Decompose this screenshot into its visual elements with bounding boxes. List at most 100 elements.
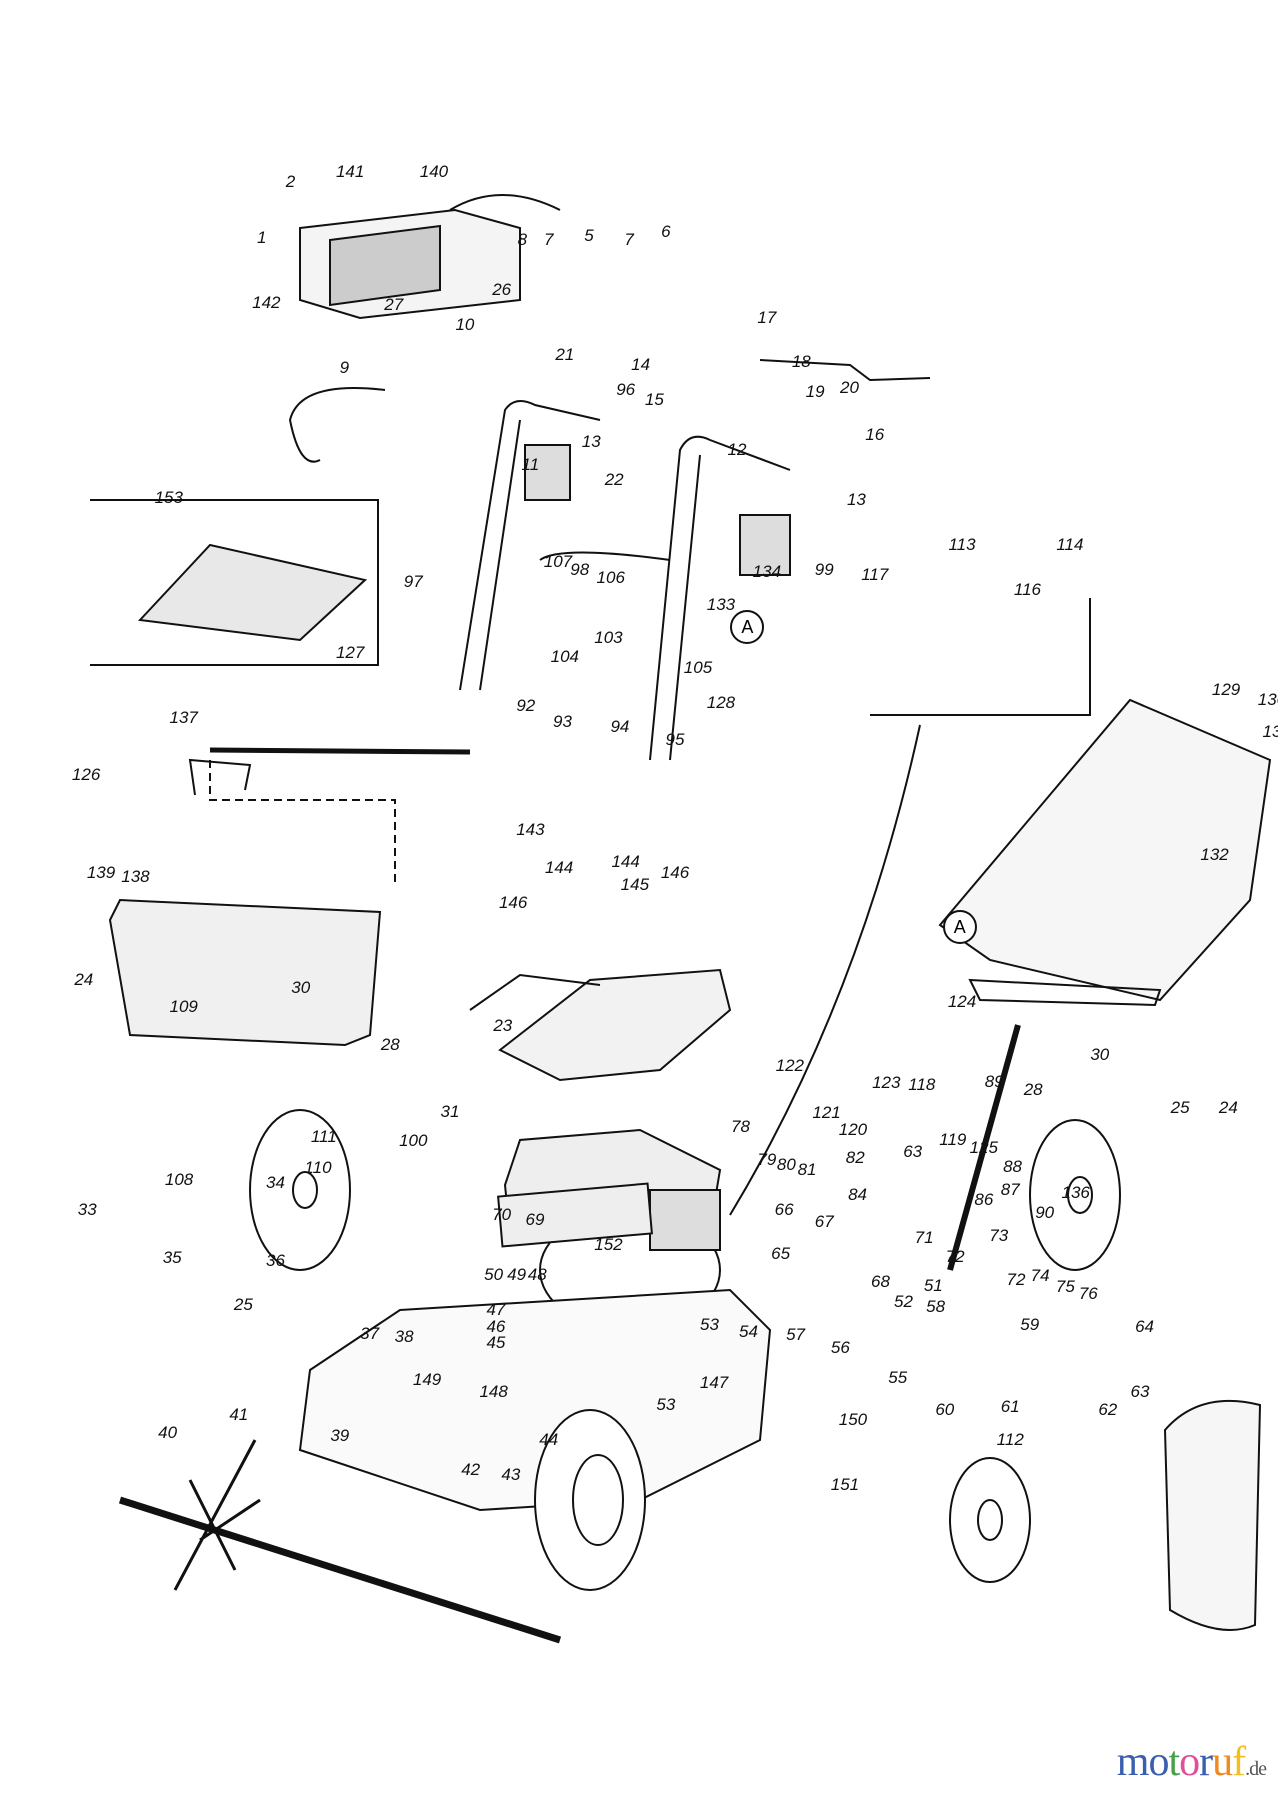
watermark-letter: o bbox=[1179, 1739, 1200, 1785]
part-number-52: 52 bbox=[894, 1292, 913, 1311]
part-number-41: 41 bbox=[229, 1405, 249, 1424]
part-number-1: 1 bbox=[257, 228, 267, 247]
part-number-24: 24 bbox=[74, 970, 94, 989]
part-number-106: 106 bbox=[596, 568, 625, 587]
part-number-81: 81 bbox=[797, 1160, 817, 1179]
part-number-140: 140 bbox=[419, 162, 449, 181]
wheel-right bbox=[1029, 1119, 1121, 1271]
part-number-125: 125 bbox=[969, 1138, 999, 1157]
part-number-86: 86 bbox=[974, 1190, 994, 1209]
watermark-letter: o bbox=[1148, 1739, 1169, 1785]
part-number-144: 144 bbox=[544, 858, 574, 877]
part-number-60: 60 bbox=[935, 1400, 955, 1419]
part-number-59: 59 bbox=[1020, 1315, 1040, 1334]
part-number-88: 88 bbox=[1003, 1157, 1022, 1176]
part-number-82: 82 bbox=[845, 1148, 865, 1167]
part-number-134: 134 bbox=[752, 562, 782, 581]
part-number-79: 79 bbox=[757, 1150, 777, 1169]
part-number-16: 16 bbox=[865, 425, 885, 444]
part-number-149: 149 bbox=[412, 1370, 442, 1389]
cable-9 bbox=[288, 387, 386, 463]
deflector-plate bbox=[498, 968, 732, 1082]
part-number-90: 90 bbox=[1035, 1203, 1055, 1222]
part-number-71: 71 bbox=[914, 1228, 934, 1247]
part-number-107: 107 bbox=[543, 552, 573, 571]
part-number-23: 23 bbox=[493, 1016, 513, 1035]
part-number-58: 58 bbox=[926, 1297, 946, 1316]
part-number-66: 66 bbox=[774, 1200, 794, 1219]
part-number-119: 119 bbox=[939, 1130, 967, 1149]
grass-catcher-132 bbox=[938, 698, 1272, 1002]
part-number-152: 152 bbox=[594, 1235, 623, 1254]
part-number-20: 20 bbox=[840, 378, 859, 397]
part-number-103: 103 bbox=[594, 628, 623, 647]
part-number-11: 11 bbox=[521, 455, 540, 474]
part-number-130: 130 bbox=[1257, 690, 1278, 709]
part-number-111: 111 bbox=[310, 1127, 337, 1146]
part-number-84: 84 bbox=[848, 1185, 868, 1204]
part-number-94: 94 bbox=[610, 717, 630, 736]
part-number-121: 121 bbox=[812, 1103, 841, 1122]
part-number-12: 12 bbox=[727, 440, 747, 459]
part-number-14: 14 bbox=[631, 355, 651, 374]
part-number-93: 93 bbox=[553, 712, 572, 731]
part-number-37: 37 bbox=[360, 1324, 380, 1343]
part-number-147: 147 bbox=[699, 1373, 729, 1392]
part-number-128: 128 bbox=[706, 693, 736, 712]
rear-flap-126 bbox=[108, 898, 382, 1047]
reference-callout-A: A bbox=[730, 610, 765, 644]
part-number-72: 72 bbox=[1006, 1270, 1026, 1289]
part-number-10: 10 bbox=[455, 315, 475, 334]
part-number-105: 105 bbox=[683, 658, 713, 677]
part-number-143: 143 bbox=[516, 820, 545, 839]
part-number-55: 55 bbox=[888, 1368, 908, 1387]
part-number-78: 78 bbox=[730, 1117, 750, 1136]
part-number-118: 118 bbox=[908, 1075, 936, 1094]
watermark-letter: f bbox=[1232, 1739, 1246, 1785]
part-number-57: 57 bbox=[786, 1325, 806, 1344]
part-number-19: 19 bbox=[805, 382, 825, 401]
belt-cover-64 bbox=[1163, 1399, 1262, 1631]
pulley-59 bbox=[949, 1457, 1031, 1583]
part-number-96: 96 bbox=[616, 380, 636, 399]
part-number-110: 110 bbox=[304, 1158, 332, 1177]
throttle-cable bbox=[449, 194, 561, 211]
rotor-shaft-39 bbox=[118, 1496, 562, 1644]
part-number-26: 26 bbox=[492, 280, 512, 299]
part-number-89: 89 bbox=[984, 1072, 1004, 1091]
part-number-30: 30 bbox=[1090, 1045, 1110, 1064]
part-number-17: 17 bbox=[757, 308, 777, 327]
part-number-6: 6 bbox=[661, 222, 671, 241]
part-number-5: 5 bbox=[584, 226, 594, 245]
part-number-31: 31 bbox=[440, 1102, 460, 1121]
part-number-99: 99 bbox=[814, 560, 834, 579]
part-number-25: 25 bbox=[233, 1295, 253, 1314]
part-number-22: 22 bbox=[604, 470, 624, 489]
part-number-150: 150 bbox=[838, 1410, 868, 1429]
part-number-44: 44 bbox=[539, 1430, 559, 1449]
part-number-61: 61 bbox=[1000, 1397, 1020, 1416]
part-number-7: 7 bbox=[624, 230, 634, 249]
part-number-120: 120 bbox=[838, 1120, 868, 1139]
part-number-76: 76 bbox=[1078, 1284, 1098, 1303]
part-number-33: 33 bbox=[77, 1200, 97, 1219]
part-number-30: 30 bbox=[291, 978, 311, 997]
part-number-124: 124 bbox=[947, 992, 977, 1011]
part-number-112: 112 bbox=[996, 1430, 1024, 1449]
part-number-129: 129 bbox=[1211, 680, 1241, 699]
rod-127 bbox=[209, 747, 471, 755]
part-number-146: 146 bbox=[498, 893, 528, 912]
wheel-front bbox=[534, 1409, 646, 1591]
part-number-21: 21 bbox=[555, 345, 575, 364]
part-number-65: 65 bbox=[771, 1244, 791, 1263]
part-number-13: 13 bbox=[1262, 722, 1278, 741]
part-number-95: 95 bbox=[665, 730, 685, 749]
part-number-123: 123 bbox=[872, 1073, 901, 1092]
part-number-141: 141 bbox=[335, 162, 365, 181]
watermark-letter: r bbox=[1199, 1739, 1213, 1785]
part-number-108: 108 bbox=[164, 1170, 194, 1189]
height-lever-124 bbox=[947, 1024, 1021, 1271]
part-number-54: 54 bbox=[739, 1322, 758, 1341]
